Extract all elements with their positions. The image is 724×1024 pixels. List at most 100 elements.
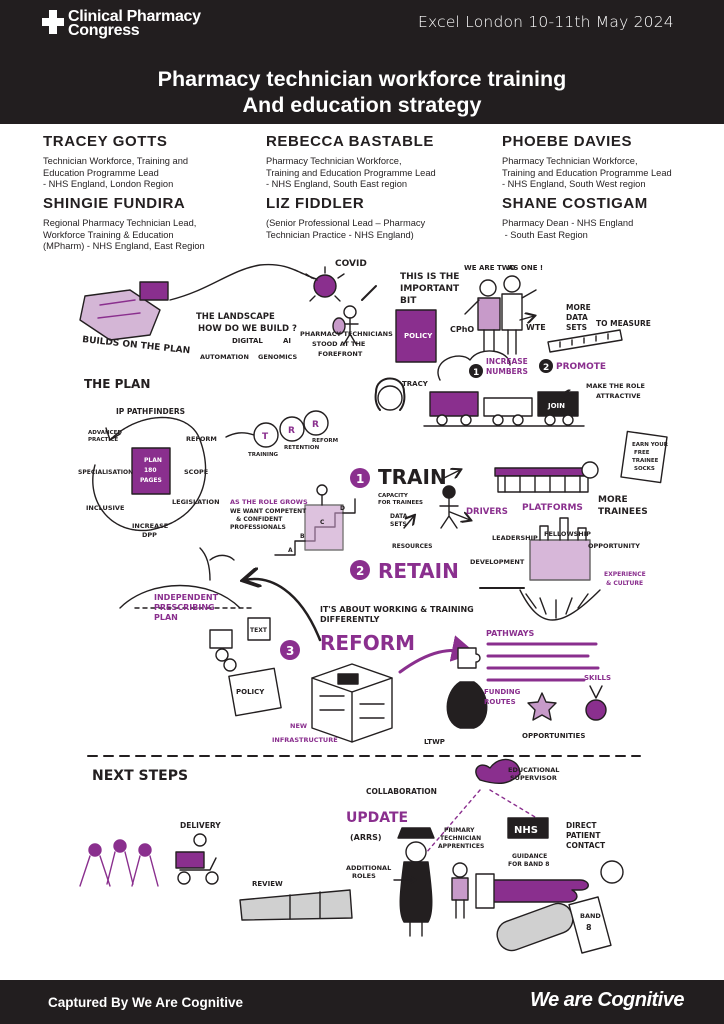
page-title: Pharmacy technician workforce training A… [0, 66, 724, 118]
independent-label-3: PLAN [154, 613, 178, 622]
collaboration-label: COLLABORATION [366, 787, 437, 796]
delivery-label: DELIVERY [180, 821, 221, 830]
review-label: REVIEW [252, 880, 283, 888]
landscape-question: HOW DO WE BUILD ? [198, 324, 297, 334]
resources-label: RESOURCES [392, 543, 432, 550]
supervisor-label-2: SUPERVISOR [510, 774, 557, 782]
genomics-label: GENOMICS [258, 353, 298, 361]
plaster-drawing [496, 902, 574, 952]
money-bag-icon [446, 681, 488, 729]
band-label-1: BAND [580, 912, 601, 920]
castle-funnel-drawing [479, 517, 601, 621]
knight-figure-drawing [332, 285, 377, 345]
skills-label: SKILLS [584, 674, 611, 682]
important-label-2: IMPORTANT [400, 284, 460, 294]
covid-label: COVID [335, 259, 367, 269]
staircase-drawing [274, 484, 356, 556]
train-number-badge: 1 [356, 472, 364, 486]
more-data-label-1: MORE [566, 303, 591, 312]
legislation-label: LEGISLATION [172, 498, 220, 506]
certificate-text-2: FREE [634, 450, 650, 456]
speaker-name: SHANE COSTIGAM [502, 195, 648, 212]
direct-contact-label-3: CONTACT [566, 841, 606, 850]
cross-logo-icon [42, 10, 64, 34]
telescope-drawing [239, 889, 353, 921]
technicians-label: PHARMACY TECHNICIANS [300, 330, 393, 338]
increase-dpp-label-2: DPP [142, 531, 157, 539]
the-plan-heading: THE PLAN [84, 377, 150, 391]
primary-label-1: PRIMARY [444, 827, 475, 834]
direct-contact-label-1: DIRECT [566, 821, 597, 830]
speaker-shingie-fundira: SHINGIE FUNDIRA Regional Pharmacy Techni… [43, 195, 205, 253]
plan-book-label-2: 180 [144, 467, 157, 474]
attractive-label-2: ATTRACTIVE [596, 392, 641, 400]
paper-text-label: TEXT [250, 627, 268, 634]
capacity-label-1: CAPACITY [378, 493, 409, 499]
retain-heading: RETAIN [378, 559, 459, 583]
band8-card-drawing [568, 896, 612, 954]
tracy-label: TRACY [402, 380, 429, 388]
ai-label: AI [283, 337, 291, 345]
guidance-label-1: GUIDANCE [512, 853, 547, 860]
funding-label-2: ROUTES [484, 698, 516, 706]
independent-label-1: INDEPENDENT [154, 593, 219, 602]
speaker-role: Technician Workforce, Training and Educa… [43, 156, 189, 190]
landscape-label: THE LANDSCAPE [196, 312, 275, 322]
infrastructure-label: INFRASTRUCTURE [272, 736, 338, 744]
speaker-role: Pharmacy Dean - NHS England - South East… [502, 218, 634, 240]
plan-cycle-drawing [92, 416, 207, 532]
builds-on-plan-label: BUILDS ON THE PLAN [82, 335, 191, 356]
covid-virus-drawing [294, 266, 345, 302]
retain-number-badge: 2 [356, 564, 364, 578]
ltwp-label: LTWP [424, 738, 445, 746]
logo-text-line2: Congress [68, 22, 140, 39]
increase-label-1: INCREASE [486, 357, 528, 366]
join-label: JOIN [547, 402, 565, 410]
speaker-phoebe-davies: PHOEBE DAVIES Pharmacy Technician Workfo… [502, 133, 672, 191]
wte-label: WTE [526, 323, 546, 332]
increase-label-2: NUMBERS [486, 367, 528, 376]
nhs-badge-drawing [507, 817, 549, 839]
role-grows-label-1: AS THE ROLE GROWS [230, 498, 308, 506]
arrs-label: (ARRS) [350, 833, 382, 842]
hand-drawing [475, 873, 589, 909]
more-data-label-3: SETS [566, 323, 587, 332]
capacity-label-2: FOR TRAINEES [378, 500, 423, 506]
logo-text-line1: Clinical Pharmacy [68, 8, 201, 25]
policy-book-drawing [395, 309, 437, 363]
platforms-label: PLATFORMS [522, 503, 583, 513]
lens-r1-label: R [288, 426, 295, 436]
increase-number-badge: 1 [473, 368, 479, 378]
automation-label: AUTOMATION [200, 353, 249, 361]
speaker-role: Regional Pharmacy Technician Lead, Workf… [43, 218, 205, 252]
more-data-label-2: DATA [566, 313, 588, 322]
plan-map-drawing [79, 281, 169, 341]
team-figures-drawing [79, 839, 159, 887]
technicians-label-2: STOOD AT THE [312, 340, 365, 348]
important-label-1: THIS IS THE [400, 272, 459, 282]
data-sets-label-1: DATA [390, 513, 408, 520]
speaker-role: (Senior Professional Lead – Pharmacy Tec… [266, 218, 426, 240]
primary-label-3: APPRENTICES [438, 843, 484, 850]
speaker-name: PHOEBE DAVIES [502, 133, 633, 150]
to-measure-label: TO MEASURE [596, 319, 651, 328]
puzzle-piece-icon [457, 647, 481, 669]
two-figures-drawing [464, 275, 537, 355]
step-c-label: C [320, 519, 325, 526]
policy-book-label: POLICY [404, 332, 433, 340]
plan-book-label-1: PLAN [144, 457, 162, 464]
supervisor-label-1: EDUCATIONAL [508, 766, 559, 774]
drivers-label: DRIVERS [466, 507, 508, 517]
certificate-text-4: SOCKS [634, 466, 655, 472]
scope-label: SCOPE [184, 468, 208, 476]
certificate-text-1: EARN YOUR [632, 442, 669, 448]
role-grows-label-3: & CONFIDENT [236, 516, 283, 523]
island-drawing [119, 547, 256, 609]
inclusive-label: INCLUSIVE [86, 504, 124, 512]
step-a-label: A [288, 547, 293, 554]
patient-portrait-drawing [600, 860, 624, 884]
important-label-3: BIT [400, 296, 417, 306]
certificate-drawing [620, 430, 668, 484]
speaker-name: LIZ FIDDLER [266, 195, 365, 212]
working-label-1: IT'S ABOUT WORKING & TRAINING [320, 605, 474, 614]
